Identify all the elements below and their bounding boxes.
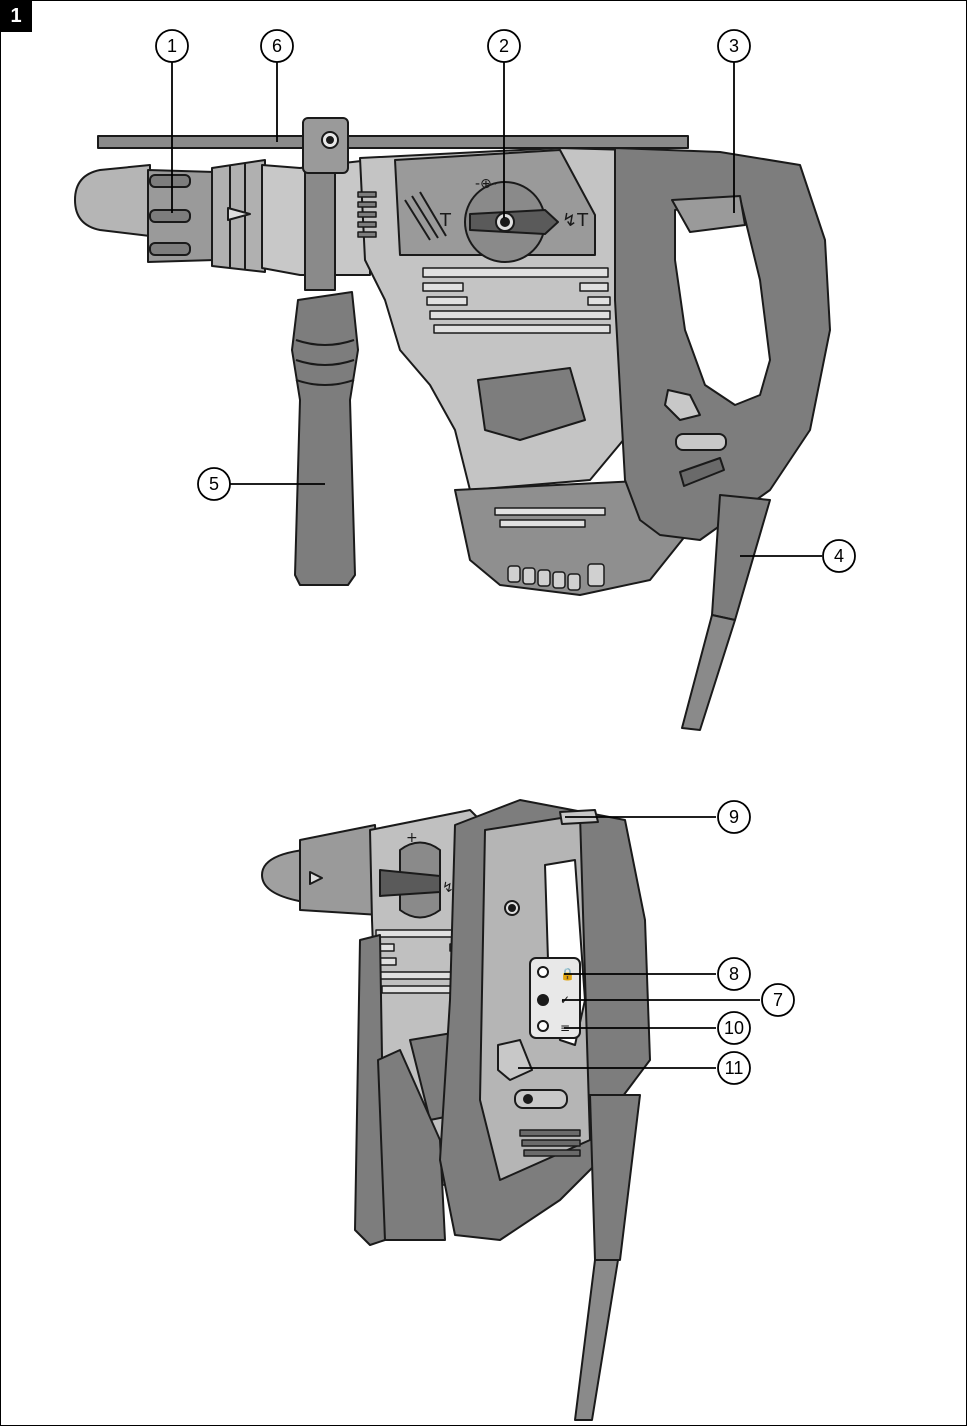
housing-grille xyxy=(422,267,611,334)
callout-5: 5 xyxy=(197,467,231,501)
rear-motor-vents xyxy=(519,1129,581,1157)
power-cord xyxy=(681,614,736,731)
depth-gauge-rod xyxy=(97,135,689,149)
callout-6: 6 xyxy=(260,29,294,63)
on-off-switch xyxy=(671,195,746,233)
callout-leaders-top xyxy=(171,62,822,557)
callout-4: 4 xyxy=(822,539,856,573)
svg-text:1: 1 xyxy=(167,36,177,56)
front-vents xyxy=(357,191,377,238)
svg-text:10: 10 xyxy=(724,1018,744,1038)
power-reduction-switch xyxy=(497,1039,533,1081)
callout-7: 7 xyxy=(761,983,795,1017)
callout-10: 10 xyxy=(717,1011,751,1045)
figure-number-badge: 1 xyxy=(0,0,32,32)
callout-11: 11 xyxy=(717,1051,751,1085)
svg-text:-⊕-: -⊕- xyxy=(475,176,497,192)
handle-grip-opening xyxy=(674,197,771,406)
power-cord-sleeve xyxy=(711,494,771,621)
callout-2: 2 xyxy=(487,29,521,63)
rear-power-cord xyxy=(574,1259,619,1421)
svg-text:9: 9 xyxy=(729,807,739,827)
side-handle-grip xyxy=(291,291,359,586)
callout-3: 3 xyxy=(717,29,751,63)
callout-1: 1 xyxy=(155,29,189,63)
svg-text:6: 6 xyxy=(272,36,282,56)
callout-8: 8 xyxy=(717,957,751,991)
callout-leaders-bottom xyxy=(518,816,760,1069)
svg-text:8: 8 xyxy=(729,964,739,984)
callout-9: 9 xyxy=(717,800,751,834)
svg-text:+: + xyxy=(406,830,418,846)
hammer-mode-icon: T xyxy=(439,210,452,231)
rotary-hammer-mode-icon: ↯T xyxy=(562,210,589,231)
svg-text:2: 2 xyxy=(499,36,509,56)
side-handle-rear-view xyxy=(354,934,386,1246)
svg-text:11: 11 xyxy=(725,1058,744,1078)
drill-rear-view: ↯T + 🔒 ✓ xyxy=(261,799,651,1421)
drill-side-view: T ↯T -⊕- xyxy=(74,117,831,731)
svg-text:3: 3 xyxy=(729,36,739,56)
motor-vents xyxy=(507,563,605,591)
indicator-panel xyxy=(529,957,581,1039)
rear-power-cord-sleeve xyxy=(589,1094,641,1261)
svg-text:4: 4 xyxy=(834,546,844,566)
svg-text:7: 7 xyxy=(773,990,783,1010)
svg-text:5: 5 xyxy=(209,474,219,494)
chuck-nose xyxy=(74,164,151,237)
